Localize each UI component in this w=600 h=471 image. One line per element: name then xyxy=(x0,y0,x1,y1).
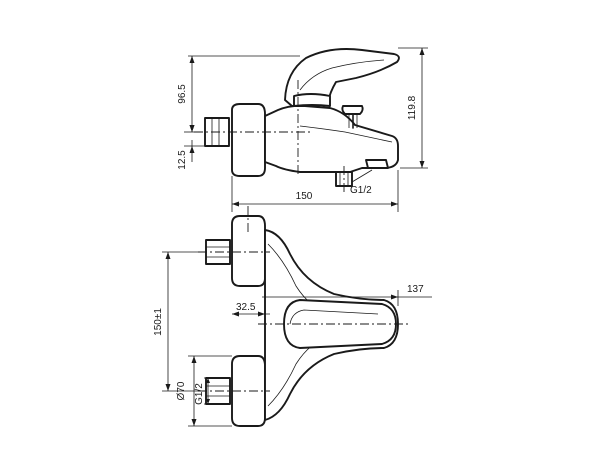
side-rosette xyxy=(231,103,266,177)
dim-side-outlet-thread: G1/2 xyxy=(350,185,372,196)
side-lever-handle xyxy=(284,48,400,107)
side-aerator xyxy=(365,159,389,169)
side-view: 96.5 12.5 119.8 150 G1/2 xyxy=(177,47,428,212)
dim-side-pipe-offset: 12.5 xyxy=(177,150,188,170)
side-diverter-knob xyxy=(341,105,364,115)
dim-front-center-distance: 150±1 xyxy=(153,308,164,336)
dim-front-inlet-thread: G1/2 xyxy=(194,383,205,405)
front-view: 150±1 Ø70 G1/2 137 32.5 xyxy=(153,206,432,427)
side-cartridge-cap xyxy=(293,93,331,107)
dim-front-rosette-diameter: Ø70 xyxy=(176,381,187,400)
dim-front-eccentric: 32.5 xyxy=(236,302,256,313)
front-upper-rosette xyxy=(231,215,266,287)
dim-side-total-height: 119.8 xyxy=(407,95,418,120)
dim-front-projection: 137 xyxy=(407,284,424,295)
dim-side-length: 150 xyxy=(296,191,313,202)
dim-side-lever-height: 96.5 xyxy=(177,84,188,104)
